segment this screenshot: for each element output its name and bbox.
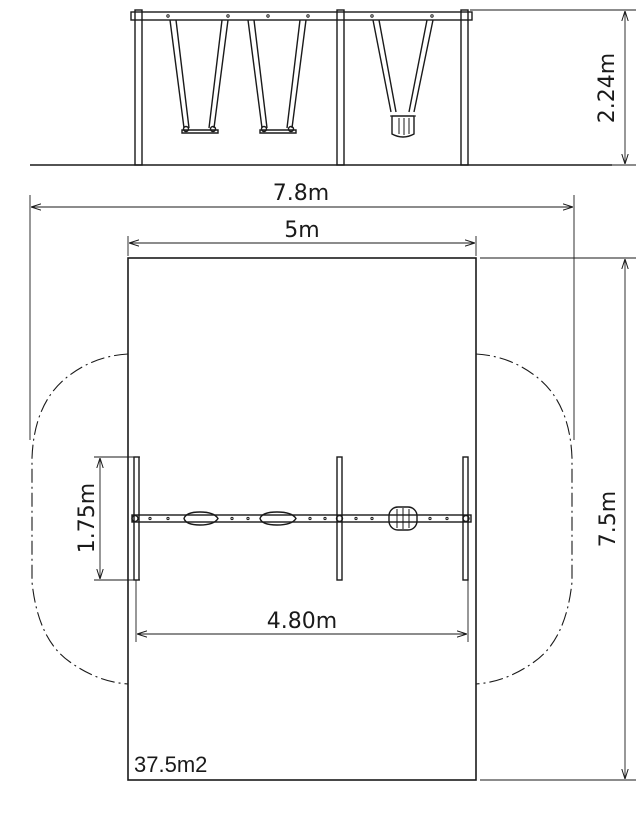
elevation-view: 2.24m	[30, 9, 636, 166]
frame-length-dimension: 4.80m	[135, 580, 469, 642]
zone-width-label: 5m	[284, 218, 319, 243]
zone-depth-label: 7.5m	[596, 491, 621, 547]
beam-bolts	[166, 14, 434, 18]
elevation-post-left	[134, 9, 143, 166]
plan-beam-bolts	[131, 514, 470, 523]
plan-flat-seat-1	[183, 511, 219, 526]
elevation-top-beam	[130, 11, 473, 21]
plan-view: 7.8m 5m 7.5m 1.75m	[29, 181, 636, 781]
plan-flat-seat-2	[259, 511, 297, 526]
area-label: 37.5m2	[134, 752, 207, 777]
safety-zone-rectangle	[127, 257, 477, 781]
clearance-arc-left	[31, 353, 129, 685]
elevation-post-middle	[336, 9, 345, 166]
height-dimension-label: 2.24m	[595, 53, 620, 123]
frame-depth-label: 1.75m	[75, 483, 100, 553]
overall-width-label: 7.8m	[273, 181, 329, 206]
height-dimension: 2.24m	[466, 9, 636, 166]
elevation-post-right	[460, 9, 469, 166]
frame-depth-dimension: 1.75m	[75, 456, 140, 581]
zone-depth-dimension: 7.5m	[480, 257, 636, 781]
frame-length-label: 4.80m	[267, 609, 337, 634]
zone-width-dimension: 5m	[127, 218, 477, 256]
baby-swing-seat	[372, 19, 434, 138]
flat-swing-seat-1	[169, 19, 229, 134]
flat-swing-seat-2	[247, 19, 307, 134]
plan-top-beam	[131, 514, 472, 523]
clearance-arc-right	[475, 353, 573, 685]
overall-width-dimension: 7.8m	[29, 181, 575, 440]
plan-baby-seat	[388, 506, 418, 531]
